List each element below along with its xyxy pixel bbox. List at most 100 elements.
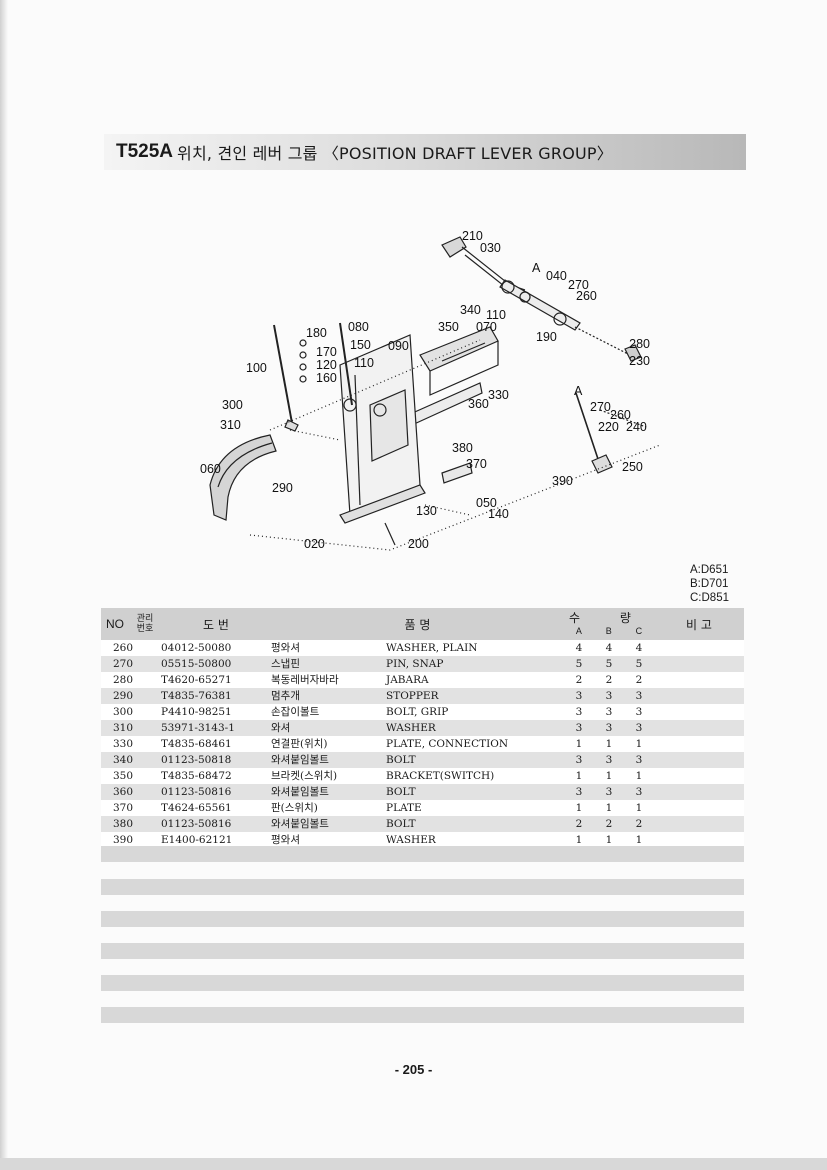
callout-150: 150 — [350, 338, 371, 352]
cell-name-en: WASHER — [386, 722, 436, 734]
qty-a: 1 — [575, 738, 583, 750]
cell-name-en: STOPPER — [386, 690, 439, 702]
cell-no: 290 — [113, 690, 134, 702]
blank-row-band — [101, 846, 744, 862]
cell-part-no: E1400-62121 — [161, 834, 233, 846]
model-legend: A:D651 B:D701 C:D851 — [690, 563, 729, 605]
cell-no: 340 — [113, 754, 134, 766]
callout-270-top: 270 — [568, 278, 589, 292]
cell-name-en: BRACKET(SWITCH) — [386, 770, 495, 782]
callout-350: 350 — [438, 320, 459, 334]
cell-ref — [129, 656, 161, 672]
qty-a: 5 — [575, 658, 583, 670]
cell-name-en: BOLT — [386, 818, 416, 830]
callout-220: 220 — [598, 420, 619, 434]
cell-part-no: 53971-3143-1 — [161, 722, 235, 734]
cell-qty: 1 1 1 — [564, 768, 654, 784]
qty-a: 1 — [575, 770, 583, 782]
qty-c: 1 — [635, 802, 643, 814]
cell-part-no: T4835-68472 — [161, 770, 232, 782]
callout-130: 130 — [416, 504, 437, 518]
qty-b: 1 — [605, 770, 613, 782]
cell-ref — [129, 816, 161, 832]
qty-b: 3 — [605, 786, 613, 798]
qty-b: 5 — [605, 658, 613, 670]
header-qty-cols: A B C — [564, 626, 654, 636]
cell-part-no: P4410-98251 — [161, 706, 232, 718]
blank-row-band — [101, 1007, 744, 1023]
cell-no: 370 — [113, 802, 134, 814]
qty-a: 3 — [575, 690, 583, 702]
qty-b: 1 — [605, 738, 613, 750]
table-header-row: NO 관리 번호 도 번 품 명 수 량 A B C 비 고 — [101, 608, 744, 640]
cell-name-kr: 와셔붙임볼트 — [271, 754, 329, 766]
scan-bottom-edge — [0, 1158, 827, 1170]
cell-part-no: 04012-50080 — [161, 642, 232, 654]
callout-120: 120 — [316, 358, 337, 372]
header-part-no: 도 번 — [203, 617, 229, 632]
blank-row-band — [101, 879, 744, 895]
callout-170: 170 — [316, 345, 337, 359]
cell-qty: 3 3 3 — [564, 720, 654, 736]
cell-part-no: 01123-50816 — [161, 786, 232, 798]
qty-a: 3 — [575, 722, 583, 734]
callout-070: 070 — [476, 320, 497, 334]
callout-040: 040 — [546, 269, 567, 283]
cell-no: 270 — [113, 658, 134, 670]
header-qty: 수 량 A B C — [564, 608, 654, 640]
qty-c: 1 — [635, 770, 643, 782]
cell-name-en: WASHER, PLAIN — [386, 642, 478, 654]
qty-a: 1 — [575, 834, 583, 846]
cell-part-no: T4624-65561 — [161, 802, 232, 814]
cell-remarks — [654, 768, 744, 784]
qty-b: 3 — [605, 754, 613, 766]
callout-190: 190 — [536, 330, 557, 344]
cell-ref — [129, 688, 161, 704]
cell-name-en: PLATE — [386, 802, 422, 814]
qty-c: 3 — [635, 722, 643, 734]
qty-c: 3 — [635, 706, 643, 718]
qty-a: 1 — [575, 802, 583, 814]
callout-110-right: 110 — [486, 308, 506, 322]
blank-row-band — [101, 943, 744, 959]
callout-290: 290 — [272, 481, 293, 495]
page-edge-shadow — [0, 0, 8, 1170]
cell-name-kr: 스냅핀 — [271, 658, 300, 670]
callout-310: 310 — [220, 418, 241, 432]
diagram-svg: 210 030 040 A 270 260 340 110 070 180 08… — [200, 229, 661, 551]
group-code: T525A — [116, 141, 174, 162]
cell-remarks — [654, 672, 744, 688]
cell-ref — [129, 704, 161, 720]
qty-b: 4 — [605, 642, 613, 654]
qty-b: 3 — [605, 722, 613, 734]
cell-ref — [129, 672, 161, 688]
section-title-bar: T525A 위치, 견인 레버 그룹 〈POSITION DRAFT LEVER… — [104, 134, 746, 170]
callout-200: 200 — [408, 537, 429, 551]
cell-remarks — [654, 688, 744, 704]
qty-values: 1 1 1 — [564, 768, 654, 784]
callout-060: 060 — [200, 462, 221, 476]
qty-c: 3 — [635, 754, 643, 766]
cell-name-en: PIN, SNAP — [386, 658, 444, 670]
cell-part-no: T4835-68461 — [161, 738, 232, 750]
cell-no: 330 — [113, 738, 134, 750]
qty-c: 3 — [635, 690, 643, 702]
qty-c: 4 — [635, 642, 643, 654]
qty-b: 1 — [605, 834, 613, 846]
header-qty-b: B — [605, 625, 612, 636]
callout-140: 140 — [488, 507, 509, 521]
model-c: C:D851 — [690, 592, 729, 604]
